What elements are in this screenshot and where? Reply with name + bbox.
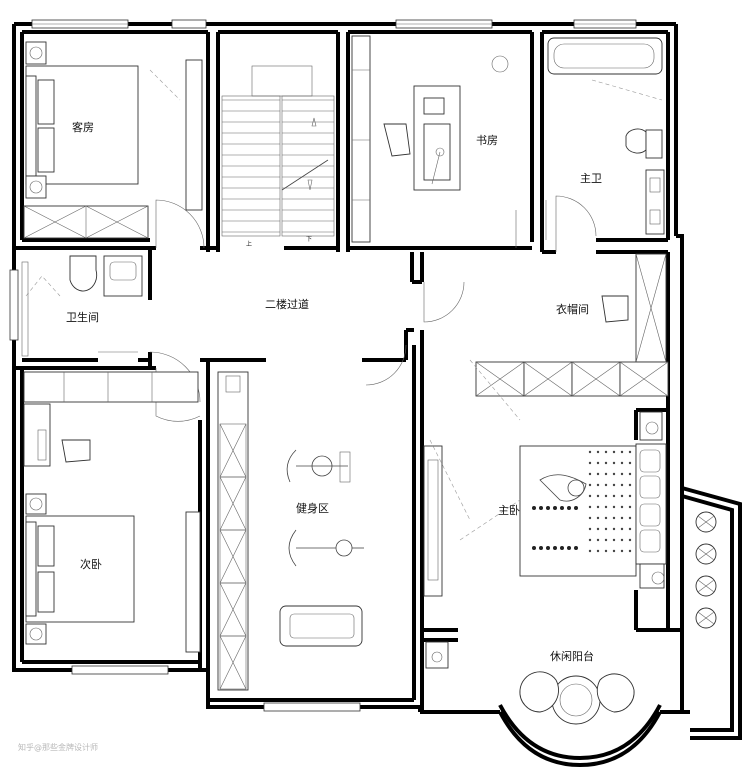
- room-label-bathroom: 卫生间: [66, 310, 99, 324]
- guest-room-furniture: [23, 41, 203, 239]
- toilet-icon: [625, 128, 647, 154]
- room-label-walk-in-closet: 衣帽间: [556, 302, 589, 316]
- study-furniture: [351, 35, 509, 243]
- room-label-study: 书房: [476, 134, 498, 147]
- sink-icon: [103, 255, 143, 297]
- doors: [98, 195, 597, 422]
- room-label-fitness-area: 健身区: [296, 501, 329, 515]
- room-label-guest-room: 客房: [72, 120, 94, 134]
- fitness-furniture: [217, 371, 364, 691]
- watermark: 知乎@那些金牌设计师: [18, 742, 98, 752]
- second-bedroom-furniture: [23, 371, 201, 653]
- stair-down-mark: 下: [306, 236, 312, 243]
- room-label-second-bedroom: 次卧: [80, 557, 102, 571]
- staircase: 上 下: [221, 65, 335, 248]
- windows: [9, 19, 637, 712]
- stair-up-mark: 上: [246, 240, 252, 248]
- bathroom-fixtures: [21, 255, 143, 357]
- closet-furniture: [475, 253, 669, 397]
- round-table-icon: [551, 675, 601, 725]
- treadmill-icon: [279, 605, 363, 647]
- master-bedroom-furniture: [423, 411, 667, 669]
- room-label-master-bath: 主卫: [580, 172, 602, 185]
- master-bath-fixtures: [545, 37, 665, 240]
- toilet-icon: [69, 255, 98, 292]
- room-label-stair-hall: 二楼过道: [265, 297, 309, 311]
- plant-icon: [491, 55, 509, 73]
- room-label-leisure-balcony: 休闲阳台: [550, 649, 594, 663]
- balcony-furniture: [519, 511, 717, 725]
- room-label-master-bedroom: 主卧: [498, 504, 520, 517]
- bed-icon: [519, 445, 637, 577]
- bathtub-icon: [547, 37, 663, 75]
